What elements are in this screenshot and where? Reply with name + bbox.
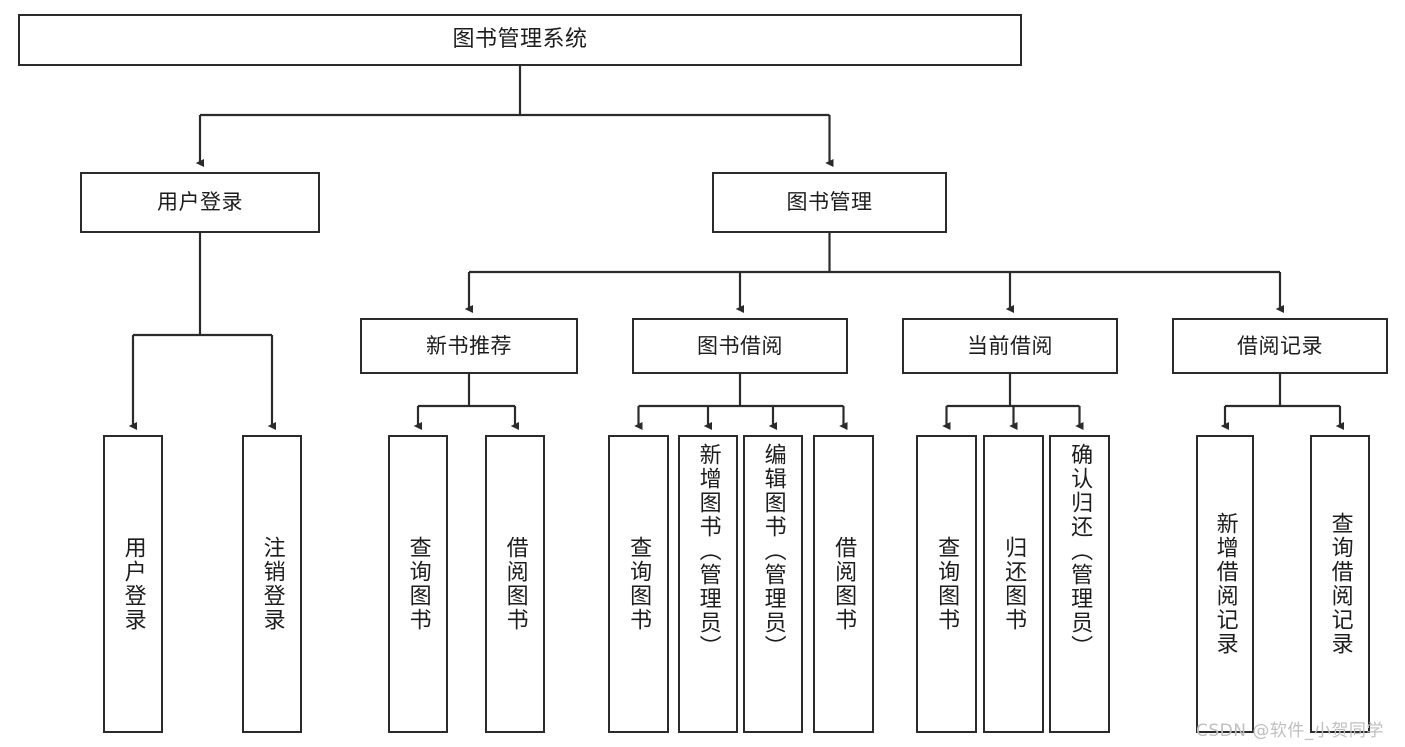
node-leaf-borrow-query-book[interactable]: 查询图书 bbox=[608, 435, 669, 733]
node-leaf-user-login-label: 用户登录 bbox=[120, 536, 146, 632]
node-leaf-rec-borrow-book-label: 借阅图书 bbox=[502, 536, 528, 632]
node-leaf-borrow-add-book-label: 新增图书（管理员） bbox=[695, 443, 721, 659]
node-borrow-record-label: 借阅记录 bbox=[1237, 333, 1323, 358]
node-leaf-borrow-borrow-book-label: 借阅图书 bbox=[831, 536, 857, 632]
watermark: CSDN @软件_小贺同学 bbox=[1196, 721, 1384, 741]
node-user-login-label: 用户登录 bbox=[157, 190, 243, 215]
node-leaf-user-login[interactable]: 用户登录 bbox=[103, 435, 163, 733]
node-current-borrow[interactable]: 当前借阅 bbox=[902, 318, 1118, 374]
node-new-book-recommend[interactable]: 新书推荐 bbox=[360, 318, 578, 374]
node-leaf-query-borrow-record[interactable]: 查询借阅记录 bbox=[1310, 435, 1370, 733]
node-leaf-query-borrow-record-label: 查询借阅记录 bbox=[1327, 512, 1353, 656]
node-leaf-rec-borrow-book[interactable]: 借阅图书 bbox=[485, 435, 545, 733]
node-borrow-record[interactable]: 借阅记录 bbox=[1172, 318, 1388, 374]
node-book-borrow[interactable]: 图书借阅 bbox=[632, 318, 848, 374]
node-leaf-cur-return-book-label: 归还图书 bbox=[1001, 536, 1027, 632]
node-book-manage[interactable]: 图书管理 bbox=[712, 172, 947, 233]
node-root-label: 图书管理系统 bbox=[452, 27, 588, 53]
node-leaf-add-borrow-record-label: 新增借阅记录 bbox=[1212, 512, 1238, 656]
node-leaf-cur-query-book-label: 查询图书 bbox=[934, 536, 960, 632]
node-leaf-cur-confirm-return-label: 确认归还（管理员） bbox=[1067, 443, 1093, 659]
node-leaf-add-borrow-record[interactable]: 新增借阅记录 bbox=[1196, 435, 1254, 733]
node-leaf-cur-confirm-return[interactable]: 确认归还（管理员） bbox=[1049, 435, 1110, 733]
node-leaf-borrow-edit-book-label: 编辑图书（管理员） bbox=[760, 443, 786, 659]
node-leaf-borrow-edit-book[interactable]: 编辑图书（管理员） bbox=[743, 435, 803, 733]
node-book-manage-label: 图书管理 bbox=[786, 190, 873, 215]
node-leaf-borrow-add-book[interactable]: 新增图书（管理员） bbox=[678, 435, 738, 733]
node-leaf-user-logout-label: 注销登录 bbox=[259, 536, 285, 632]
node-leaf-cur-query-book[interactable]: 查询图书 bbox=[916, 435, 977, 733]
node-leaf-borrow-borrow-book[interactable]: 借阅图书 bbox=[813, 435, 874, 733]
node-root[interactable]: 图书管理系统 bbox=[18, 14, 1022, 66]
node-new-book-recommend-label: 新书推荐 bbox=[426, 333, 512, 358]
node-user-login[interactable]: 用户登录 bbox=[80, 172, 320, 233]
node-leaf-rec-query-book[interactable]: 查询图书 bbox=[388, 435, 448, 733]
node-leaf-borrow-query-book-label: 查询图书 bbox=[626, 536, 652, 632]
node-leaf-rec-query-book-label: 查询图书 bbox=[405, 536, 431, 632]
node-leaf-user-logout[interactable]: 注销登录 bbox=[242, 435, 302, 733]
node-book-borrow-label: 图书借阅 bbox=[697, 333, 783, 358]
node-leaf-cur-return-book[interactable]: 归还图书 bbox=[983, 435, 1044, 733]
node-current-borrow-label: 当前借阅 bbox=[967, 333, 1053, 358]
